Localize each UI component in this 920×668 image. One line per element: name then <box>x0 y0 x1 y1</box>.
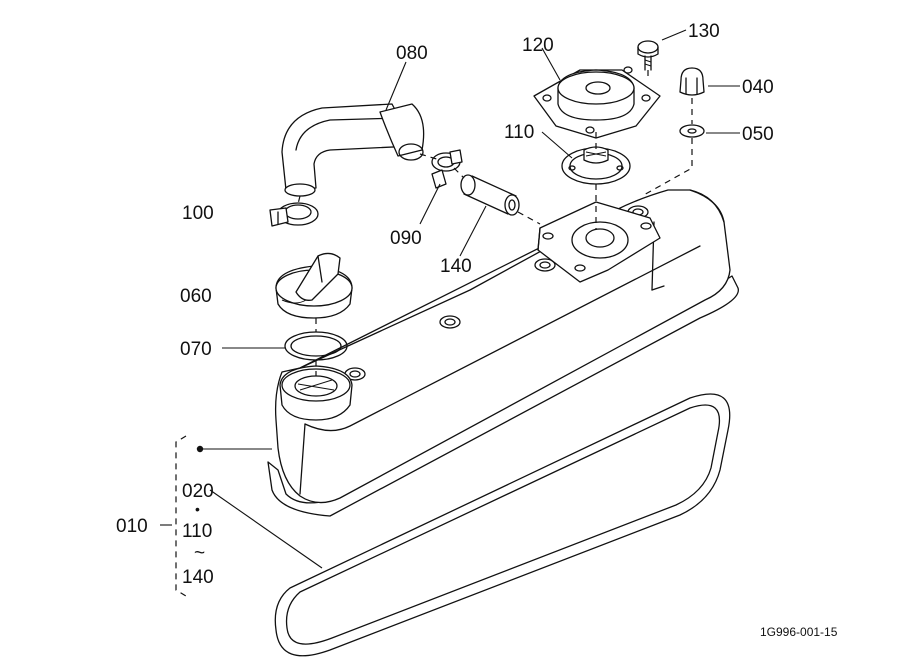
oil-filler-cap-060 <box>275 252 353 319</box>
assembly-bracket <box>175 435 204 597</box>
label-050: 050 <box>742 124 774 145</box>
label-140: 140 <box>440 256 472 277</box>
breather-housing <box>537 201 661 283</box>
label-group-tilde: ~ <box>194 543 205 564</box>
label-120: 120 <box>522 35 554 56</box>
valve-cover-body <box>267 189 739 517</box>
label-100: 100 <box>182 203 214 224</box>
label-070: 070 <box>180 339 212 360</box>
figure-code: 1G996-001-15 <box>760 625 838 639</box>
clamp-090 <box>431 149 463 189</box>
diaphragm-110 <box>561 146 631 185</box>
assembly-axes <box>297 70 693 376</box>
washer-050 <box>679 124 705 138</box>
screw-130 <box>637 40 659 71</box>
breather-hose-080 <box>281 103 425 197</box>
label-060: 060 <box>180 286 212 307</box>
label-group-from: 020 <box>182 481 214 502</box>
o-ring-070 <box>284 331 348 361</box>
label-130: 130 <box>688 21 720 42</box>
label-110: 110 <box>504 122 534 143</box>
diaphragm-cover-120 <box>533 66 661 139</box>
label-040: 040 <box>742 77 774 98</box>
pipe-140 <box>460 174 520 216</box>
gasket-020 <box>274 393 731 657</box>
label-080: 080 <box>396 43 428 64</box>
oil-filler-neck <box>279 365 353 421</box>
clamp-100 <box>269 202 319 227</box>
label-group-dot: • <box>195 501 200 517</box>
part-labels: 130 120 080 040 110 050 100 090 140 060 … <box>116 21 838 639</box>
leader-lines <box>160 29 740 569</box>
label-group-to: 140 <box>182 567 214 588</box>
cap-nut-040 <box>679 67 705 96</box>
label-010: 010 <box>116 516 148 537</box>
label-group-mid: 110 <box>182 521 212 542</box>
group-marker-dot <box>196 445 204 453</box>
label-090: 090 <box>390 228 422 249</box>
